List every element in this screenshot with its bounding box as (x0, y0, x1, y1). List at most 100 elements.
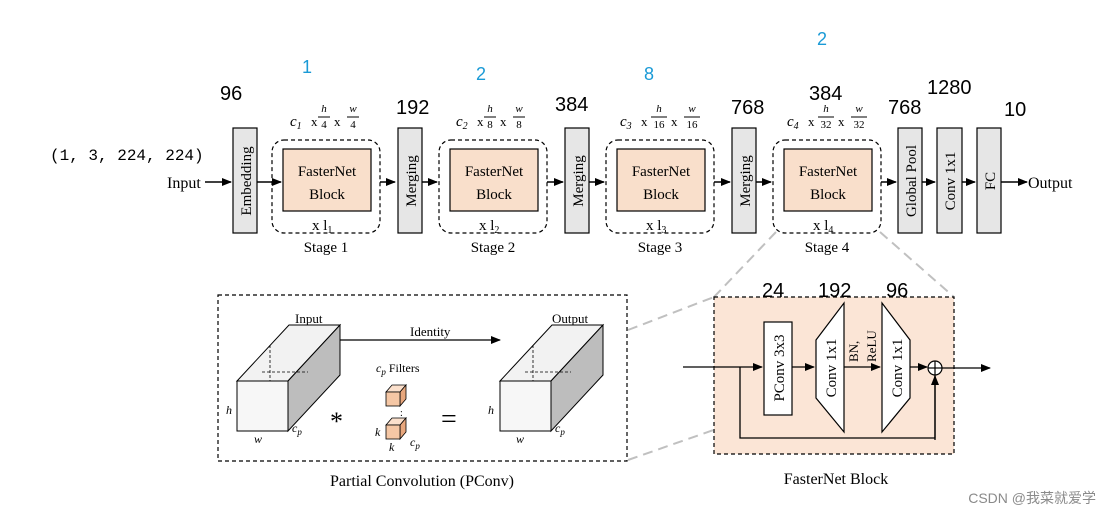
filter-cube-top (385, 383, 407, 408)
pconv-output-label: Output (552, 311, 589, 326)
pconv-output-h: h (488, 403, 494, 417)
embedding-box (232, 127, 258, 234)
stage3-depth: 8 (644, 64, 654, 84)
svg-text:8: 8 (516, 119, 522, 131)
stage1-shape: c1 x h 4 x w 4 (290, 103, 359, 132)
conv-label: Conv 1x1 (943, 152, 959, 211)
merging1-channels: 192 (396, 97, 429, 119)
conv2-channels: 96 (886, 280, 908, 302)
output-label: Output (1028, 175, 1073, 192)
pconv-box-label: PConv 3x3 (772, 334, 788, 401)
merging2-box (564, 127, 590, 234)
stage3-fasternet-block (616, 148, 706, 212)
svg-text:x: x (641, 114, 648, 129)
global-pool-label: Global Pool (904, 145, 920, 217)
input-label: Input (167, 175, 201, 192)
identity-label: Identity (410, 324, 451, 339)
filter-k-left: k (375, 425, 381, 439)
zoom-connector-right (879, 231, 955, 298)
stage2-shape: c2 x h 8 x w 8 (456, 103, 525, 132)
pconv-channels: 24 (762, 280, 784, 302)
conv1-trapezoid (815, 301, 845, 434)
stage2-repeat: x l2 (479, 218, 499, 236)
stage3-label: Stage 3 (638, 240, 683, 256)
global-pool-box (897, 127, 923, 234)
fc-box (976, 127, 1002, 234)
merging2-channels: 384 (555, 94, 588, 116)
fc-label: FC (983, 172, 999, 190)
svg-text:Block: Block (643, 187, 679, 203)
svg-text:h: h (823, 103, 829, 115)
stage4-depth: 2 (817, 29, 827, 49)
fc-channels: 10 (1004, 99, 1026, 121)
merging3-channels: 768 (731, 97, 764, 119)
svg-text:w: w (349, 103, 357, 115)
pconv-connector-top (627, 296, 715, 331)
stage2-fasternet-block (449, 148, 539, 212)
filter-cube-bottom (385, 416, 407, 441)
filter-cp: cp (410, 435, 420, 451)
pconv-input-cp: cp (292, 421, 302, 437)
relu-label: ReLU (864, 330, 879, 362)
pconv-panel-title: Partial Convolution (PConv) (330, 473, 514, 490)
svg-text:x: x (671, 114, 678, 129)
equals-sign: = (441, 404, 457, 435)
conv-box (936, 127, 963, 234)
filter-k-bottom: k (389, 440, 395, 454)
conv2-label: Conv 1x1 (890, 339, 906, 398)
svg-text:Block: Block (476, 187, 512, 203)
svg-text:FasterNet: FasterNet (298, 164, 357, 180)
stage4-shape: c4 x h 32 x w 32 (787, 103, 867, 132)
conv1-channels: 192 (818, 280, 851, 302)
pconv-input-cuboid (235, 323, 342, 433)
svg-text:8: 8 (487, 119, 493, 131)
conv1-label: Conv 1x1 (824, 339, 840, 398)
fasternet-block-title: FasterNet Block (784, 471, 888, 488)
svg-text:FasterNet: FasterNet (632, 164, 691, 180)
svg-text:16: 16 (654, 119, 666, 131)
merging1-label: Merging (404, 155, 420, 207)
svg-text:16: 16 (687, 119, 699, 131)
svg-text:x: x (311, 114, 318, 129)
svg-text:c1: c1 (290, 114, 302, 132)
stage3-shape: c3 x h 16 x w 16 (620, 103, 700, 132)
watermark: CSDN @我菜就爱学 (968, 490, 1096, 506)
svg-text:w: w (855, 103, 863, 115)
svg-text:x: x (500, 114, 507, 129)
merging3-box (731, 127, 757, 234)
pconv-output-cp: cp (555, 421, 565, 437)
svg-text:c4: c4 (787, 114, 799, 132)
stage4-repeat: x l4 (813, 218, 833, 236)
pconv-panel (217, 294, 628, 462)
global-pool-channels: 768 (888, 97, 921, 119)
merging3-label: Merging (738, 155, 754, 207)
svg-text:FasterNet: FasterNet (465, 164, 524, 180)
stage3-dashed-frame (605, 139, 715, 234)
conv2-trapezoid (881, 301, 911, 434)
merging2-label: Merging (571, 155, 587, 207)
bn-label: BN, (846, 341, 861, 362)
pconv-box (763, 321, 793, 416)
stage2-dashed-frame (438, 139, 548, 234)
pconv-input-w: w (254, 432, 262, 446)
stage2-depth: 2 (476, 64, 486, 84)
stage4-fasternet-block (783, 148, 873, 212)
svg-text:32: 32 (854, 119, 865, 131)
svg-text:x: x (477, 114, 484, 129)
svg-text:Block: Block (309, 187, 345, 203)
pconv-output-w: w (516, 432, 524, 446)
stage1-dashed-frame (271, 139, 381, 234)
stage1-label: Stage 1 (304, 240, 349, 256)
pconv-input-h: h (226, 403, 232, 417)
stage4-dashed-frame (772, 139, 882, 234)
svg-text:32: 32 (821, 119, 832, 131)
svg-text:h: h (321, 103, 327, 115)
pconv-input-label: Input (295, 311, 323, 326)
convolution-star: * (330, 407, 343, 436)
filters-label: cp Filters (376, 361, 420, 377)
stage4-channels: 384 (809, 83, 842, 105)
svg-text:x: x (808, 114, 815, 129)
svg-text:FasterNet: FasterNet (799, 164, 858, 180)
svg-text:w: w (515, 103, 523, 115)
stage1-depth: 1 (302, 57, 312, 77)
